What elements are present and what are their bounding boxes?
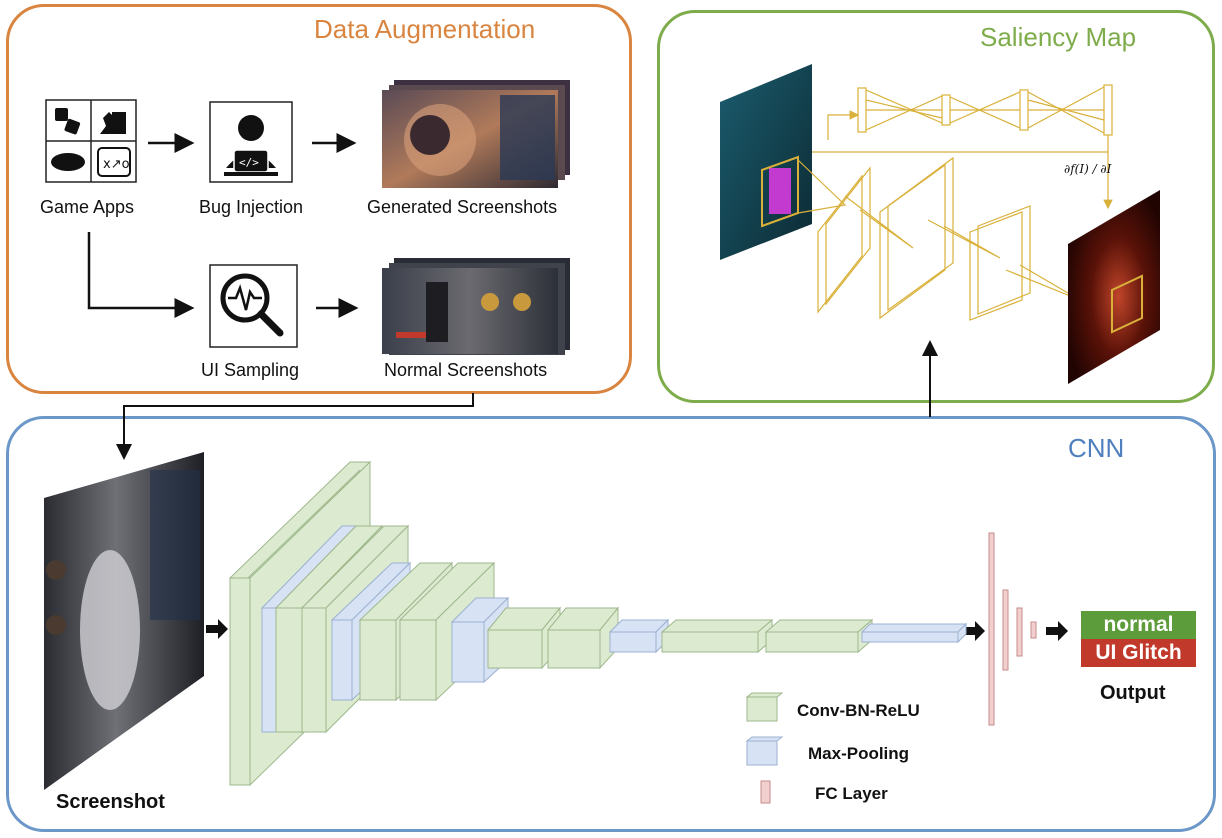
game-apps-icon: x↗o: [45, 99, 137, 183]
legend-pool-label: Max-Pooling: [808, 744, 910, 763]
generated-screenshots-label: Generated Screenshots: [367, 197, 558, 217]
saliency-title: Saliency Map: [980, 22, 1137, 52]
legend-conv-label: Conv-BN-ReLU: [797, 701, 920, 720]
gradient-label: ∂f(I) / ∂I: [1064, 162, 1112, 176]
legend-fc-label: FC Layer: [815, 784, 888, 803]
cnn-title: CNN: [1068, 433, 1125, 463]
normal-screenshots-image: [382, 258, 570, 355]
fc-layers: [988, 532, 1037, 726]
game-apps-label: Game Apps: [40, 197, 135, 217]
bug-injection-label: Bug Injection: [199, 197, 304, 217]
arrow-icon: [206, 619, 1068, 641]
saliency-input-image: [720, 64, 812, 260]
cnn-layers: [228, 460, 968, 787]
legend-swatches: [745, 692, 784, 804]
normal-screenshots-label: Normal Screenshots: [384, 360, 548, 380]
ui-sampling-label: UI Sampling: [201, 360, 300, 380]
arrow-icon: [116, 393, 474, 460]
saliency-network-lines: [797, 84, 1113, 321]
saliency-heatmap-image: [1068, 190, 1160, 384]
svg-text:x↗o: x↗o: [103, 157, 130, 172]
ui-sampling-icon: [209, 264, 298, 348]
output-glitch-class: UI Glitch: [1081, 639, 1196, 667]
screenshot-label: Screenshot: [56, 791, 165, 813]
output-normal-class: normal: [1081, 611, 1196, 639]
augmentation-title: Data Augmentation: [314, 14, 536, 44]
svg-text:</>: </>: [239, 156, 259, 169]
output-label: Output: [1100, 682, 1166, 704]
screenshot-input-image: [44, 452, 204, 790]
bug-injection-icon: </>: [209, 101, 293, 183]
arrow-icon: [87, 232, 195, 318]
generated-screenshots-image: [382, 80, 570, 188]
